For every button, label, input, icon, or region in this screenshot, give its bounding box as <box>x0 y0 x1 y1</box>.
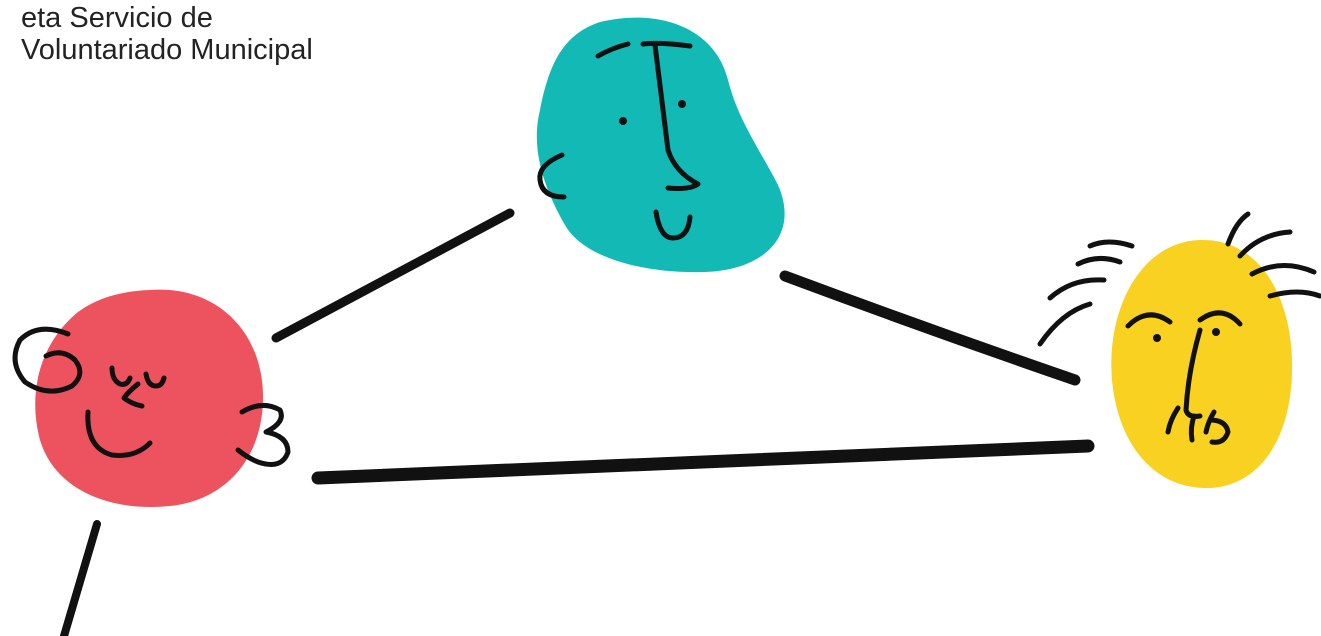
line-red-to-teal <box>271 208 515 343</box>
yellow-face-icon <box>1037 211 1321 489</box>
red-face-icon <box>12 289 291 507</box>
line-teal-to-yellow <box>779 270 1081 386</box>
red-face-body <box>35 289 264 507</box>
teal-face-icon <box>536 17 785 273</box>
line-red-to-yellow <box>311 439 1095 485</box>
connector-lines <box>60 208 1095 636</box>
line-red-downward <box>60 520 101 636</box>
caption-text: eta Servicio de Voluntariado Municipal <box>21 2 313 66</box>
yellow-face-body <box>1111 239 1293 489</box>
caption-line-2: Voluntariado Municipal <box>21 34 313 66</box>
teal-face-body <box>536 17 785 273</box>
caption-line-1: eta Servicio de <box>21 2 213 34</box>
